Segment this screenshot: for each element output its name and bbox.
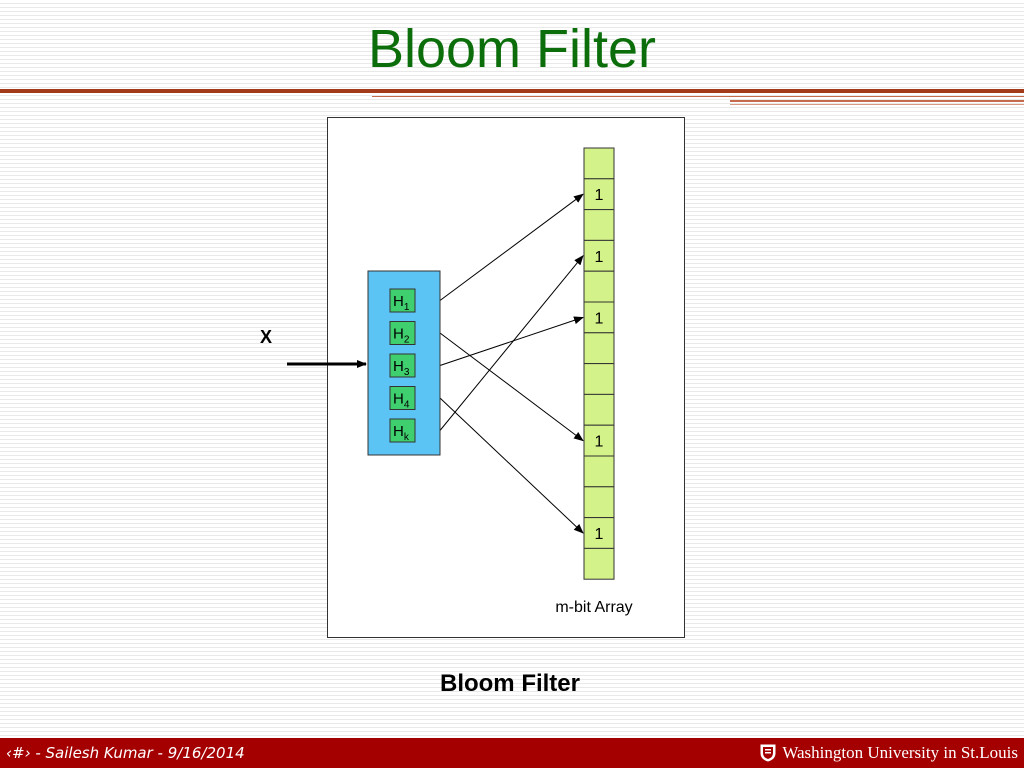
bit-cell xyxy=(583,147,615,180)
hash-function-cell xyxy=(389,288,416,313)
bit-cell xyxy=(583,547,615,580)
hash-function-cell xyxy=(389,418,416,443)
university-logo: Washington University in St.Louis xyxy=(760,742,1018,764)
array-label: m-bit Array xyxy=(555,599,632,616)
hash-function-cell xyxy=(389,386,416,410)
bit-cell xyxy=(583,486,615,519)
bit-value: 1 xyxy=(595,526,604,543)
title-rule-accent-2 xyxy=(730,104,1024,105)
bit-cell xyxy=(583,270,615,303)
hash-arrow xyxy=(439,397,584,534)
bit-cell xyxy=(583,301,615,334)
slide-title: Bloom Filter xyxy=(367,19,657,79)
input-label: X xyxy=(260,327,272,347)
bit-cell xyxy=(583,424,615,457)
footer-text: ‹#› - Sailesh Kumar - 9/16/2014 xyxy=(6,744,245,762)
title-rule-thin xyxy=(372,96,1024,97)
bit-cell xyxy=(583,239,615,272)
hash-arrow xyxy=(439,332,584,442)
hash-arrow xyxy=(439,193,584,301)
hash-function-cell xyxy=(389,353,416,378)
shield-icon xyxy=(760,744,776,762)
bit-cell xyxy=(583,363,615,395)
footer-logo-text: Washington University in St.Louis xyxy=(782,743,1018,762)
bit-cell xyxy=(583,455,615,488)
bit-value: 1 xyxy=(595,187,604,204)
bit-value: 1 xyxy=(595,310,604,327)
hash-function-cell xyxy=(389,321,416,345)
bit-array: 1 1 1 1 1 xyxy=(583,147,615,580)
bit-cell xyxy=(583,209,615,241)
hash-arrow xyxy=(439,255,584,431)
bit-cell xyxy=(583,332,615,365)
bit-value: 1 xyxy=(595,249,604,266)
figure-caption: Bloom Filter xyxy=(439,670,580,697)
bit-cell xyxy=(583,517,615,549)
hash-arrow xyxy=(439,316,584,366)
title-rule xyxy=(0,89,1024,93)
bit-value: 1 xyxy=(595,434,604,451)
footer-bar: ‹#› - Sailesh Kumar - 9/16/2014 Washingt… xyxy=(0,738,1024,768)
bit-cell xyxy=(583,393,615,426)
title-rule-accent xyxy=(730,100,1024,102)
